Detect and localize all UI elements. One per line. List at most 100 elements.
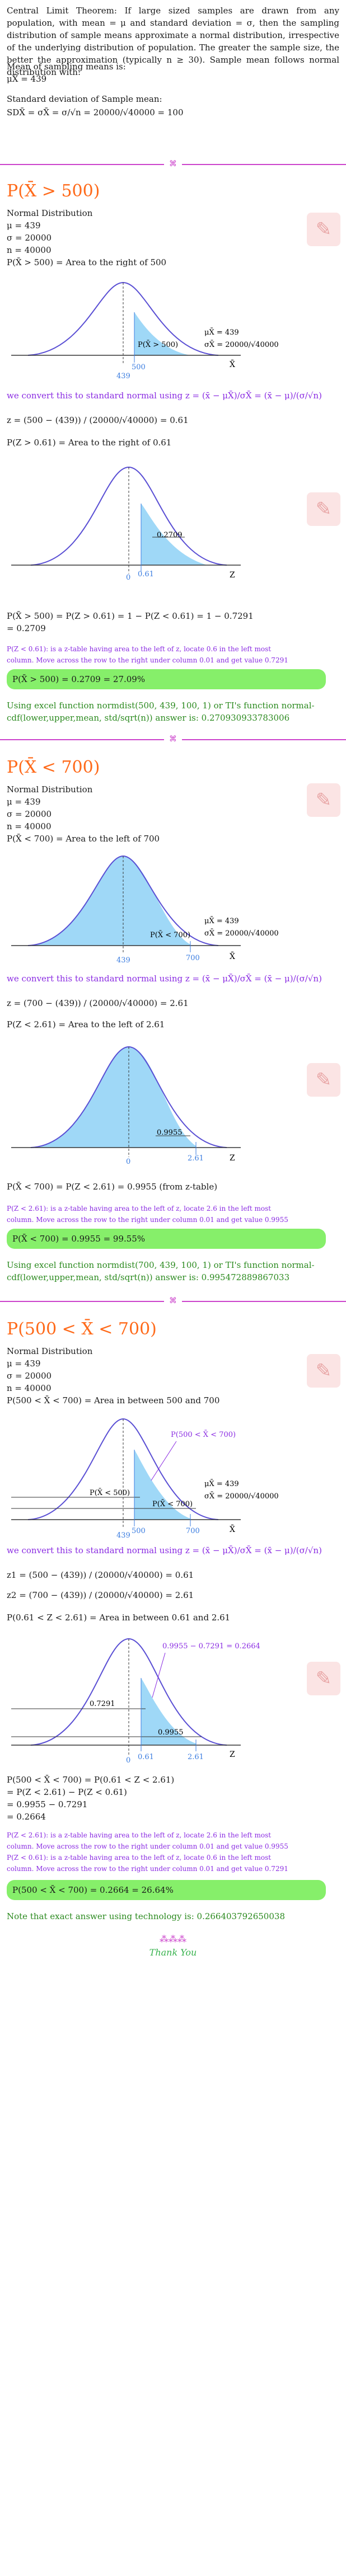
sigma-label: σX̄ = 20000/√40000: [204, 1492, 279, 1501]
part1-param-sigma: σ = 20000: [7, 233, 52, 243]
part1-result-1: P(X̄ > 500) = P(Z > 0.61) = 1 − P(Z < 0.…: [7, 611, 254, 621]
part3-note-4: column. Move across the row to the right…: [7, 1865, 288, 1873]
axis-label: X̄: [230, 1524, 235, 1534]
part3-title: P(500 < X̄ < 700): [7, 1319, 157, 1339]
part1-z-graph: 0.2709 0.61 0 Z: [11, 466, 241, 582]
clt-paragraph: Central Limit Theorem: If large sized sa…: [7, 6, 339, 77]
part1-excel-1: Using excel function normdist(500, 439, …: [7, 701, 315, 711]
part3-tech-note: Note that exact answer using technology …: [7, 1911, 285, 1921]
part3-z-graph: 0.9955 − 0.7291 = 0.2664 0.7291 0.9955 0…: [11, 1638, 260, 1765]
mu-label: μX̄ = 439: [204, 916, 239, 925]
left-value: 0.7291: [90, 1700, 115, 1708]
mean-tick: 439: [116, 372, 130, 380]
part1-title: P(X̄ > 500): [7, 181, 100, 201]
between-region: [134, 1450, 190, 1520]
sigma-label: σX̄ = 20000/√40000: [204, 929, 279, 938]
part3-normal-graph: P(500 < X̄ < 700) P(X̄ < 500) P(X̄ < 700…: [11, 1418, 279, 1540]
part2-param-mu: μ = 439: [7, 797, 41, 807]
mean-tick: 439: [116, 1531, 130, 1540]
tail-region-right: [134, 312, 190, 355]
part2-z-graph: 0.9955 2.61 0 Z: [11, 1046, 241, 1166]
part1-note-2: column. Move across the row to the right…: [7, 656, 288, 664]
part2-excel-2: cdf(lower,upper,mean, std/sqrt(n)) answe…: [7, 1272, 290, 1282]
axis-label: X̄: [230, 359, 235, 369]
watermark: ✎: [307, 783, 340, 817]
part1-param-mu: μ = 439: [7, 220, 41, 231]
part2-normal-graph: P(X̄ < 700) 700 439 X̄ μX̄ = 439 σX̄ = 2…: [11, 855, 279, 965]
part2-z-calc: z = (700 − (439)) / (20000/√40000) = 2.6…: [7, 998, 189, 1008]
part3-z2-calc: z2 = (700 − (439)) / (20000/√40000) = 2.…: [7, 1590, 194, 1600]
sd-label: Standard deviation of Sample mean:: [7, 94, 162, 104]
watermark: ✎: [307, 1662, 340, 1695]
part1-z-calc: z = (500 − (439)) / (20000/√40000) = 0.6…: [7, 415, 189, 425]
section-divider: ⌘: [0, 1296, 346, 1306]
part3-area-line: P(500 < X̄ < 700) = Area in between 500 …: [7, 1395, 220, 1405]
part3-note-2: column. Move across the row to the right…: [7, 1842, 288, 1850]
watermark: ✎: [307, 1063, 340, 1097]
mu-label: μX̄ = 439: [204, 1479, 239, 1488]
part3-note-1: P(Z < 2.61): is a z-table having area to…: [7, 1831, 272, 1839]
part2-area-line: P(X̄ < 700) = Area to the left of 700: [7, 834, 160, 844]
mean-tick: 439: [116, 956, 130, 965]
part3-z1-calc: z1 = (500 − (439)) / (20000/√40000) = 0.…: [7, 1570, 194, 1580]
left-region: [31, 1047, 196, 1148]
part3-param-n: n = 40000: [7, 1383, 52, 1393]
part1-param-n: n = 40000: [7, 245, 52, 255]
part2-result-1: P(X̄ < 700) = P(Z < 2.61) = 0.9955 (from…: [7, 1182, 218, 1192]
region-label: P(X̄ < 700): [150, 930, 190, 939]
part1-result-2: = 0.2709: [7, 623, 46, 633]
zero-tick: 0: [126, 574, 130, 582]
part3-step-3: = 0.9955 − 0.7291: [7, 1799, 88, 1809]
part1-dist-label: Normal Distribution: [7, 208, 93, 218]
watermark: ✎: [307, 213, 340, 246]
x-tick-500: 500: [132, 1527, 146, 1535]
x-tick-700: 700: [186, 954, 200, 962]
part2-note-1: P(Z < 2.61): is a z-table having area to…: [7, 1205, 272, 1212]
z-tick-1: 0.61: [138, 1753, 154, 1761]
part3-step-1: P(500 < X̄ < 700) = P(0.61 < Z < 2.61): [7, 1775, 175, 1785]
part2-excel-1: Using excel function normdist(700, 439, …: [7, 1260, 315, 1270]
zero-tick: 0: [126, 1756, 130, 1765]
right-value: 0.9955: [158, 1728, 184, 1737]
part2-title: P(X̄ < 700): [7, 758, 100, 777]
part2-param-n: n = 40000: [7, 821, 52, 831]
axis-label: Z: [230, 1750, 235, 1759]
part3-step-2: = P(Z < 2.61) − P(Z < 0.61): [7, 1787, 127, 1797]
region-value: 0.9955: [157, 1129, 183, 1137]
watermark: ✎: [307, 1354, 340, 1388]
section-divider: ⌘: [0, 734, 346, 744]
part3-param-sigma: σ = 20000: [7, 1371, 52, 1381]
part3-answer: P(500 < X̄ < 700) = 0.2664 = 26.64%: [7, 1880, 326, 1900]
part3-step-4: = 0.2664: [7, 1812, 46, 1822]
part2-dist-label: Normal Distribution: [7, 784, 93, 795]
between-region: [141, 1678, 196, 1745]
section-divider: ⌘: [0, 159, 346, 169]
part1-convert-text: we convert this to standard normal using…: [7, 391, 322, 401]
left-region: [28, 856, 190, 946]
region-value: 0.2709: [157, 531, 183, 539]
thank-you-text: Thank You: [149, 1947, 197, 1958]
part1-area-line: P(X̄ > 500) = Area to the right of 500: [7, 257, 167, 267]
left-label: P(X̄ < 500): [90, 1488, 130, 1497]
tail-region-right: [141, 504, 207, 565]
part2-param-sigma: σ = 20000: [7, 809, 52, 819]
part1-note-1: P(Z < 0.61): is a z-table having area to…: [7, 645, 272, 653]
part2-convert-text: we convert this to standard normal using…: [7, 974, 322, 984]
part1-z-area: P(Z > 0.61) = Area to the right of 0.61: [7, 438, 172, 448]
part1-normal-graph: P(X̄ > 500) 500 439 X̄ μX̄ = 439 σX̄ = 2…: [11, 281, 279, 380]
part1-excel-2: cdf(lower,upper,mean, std/sqrt(n)) answe…: [7, 713, 290, 723]
mu-label: μX̄ = 439: [204, 328, 239, 337]
z-tick: 0.61: [138, 570, 154, 579]
x-tick-700: 700: [186, 1527, 200, 1535]
mean-label: Mean of sampling means is:: [7, 62, 126, 72]
between-label: P(500 < X̄ < 700): [171, 1430, 236, 1439]
closing-flourish: ⁂⁂⁂: [160, 1934, 186, 1944]
x-tick-500: 500: [132, 363, 146, 372]
region-label: P(X̄ > 500): [138, 340, 178, 349]
part3-note-3: P(Z < 0.61): is a z-table having area to…: [7, 1854, 272, 1862]
axis-label: X̄: [230, 951, 235, 961]
sigma-label: σX̄ = 20000/√40000: [204, 340, 279, 349]
part2-note-2: column. Move across the row to the right…: [7, 1216, 288, 1224]
zero-tick: 0: [126, 1158, 130, 1166]
